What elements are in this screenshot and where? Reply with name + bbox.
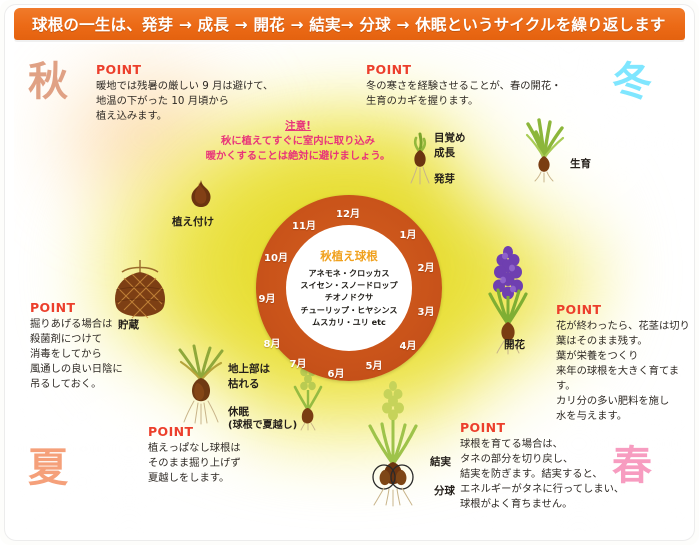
caution-text: 秋に植えてすぐに室内に取り込み 暖かくすることは絶対に避けましょう。	[205, 135, 391, 162]
storage-net-icon	[104, 258, 176, 332]
stage-label-wither: 地上部は 枯れる	[228, 363, 270, 390]
point-label: POINT	[556, 302, 602, 317]
month-7: 7月	[289, 359, 307, 370]
stage-label-grow: 生育	[570, 158, 591, 170]
caution-box: 注意! 秋に植えてすぐに室内に取り込み 暖かくすることは絶対に避けましょう。	[196, 118, 400, 164]
month-6: 6月	[327, 369, 345, 380]
bulb-icon	[186, 178, 216, 212]
seed-head-icon	[356, 380, 430, 507]
glow-winter	[444, 44, 685, 244]
point-text: 暖地では残暑の厳しい 9 月は避けて、 地温の下がった 10 月頃から 植え込み…	[96, 80, 274, 122]
glow-spring	[454, 344, 685, 533]
stage-label-storage: 貯蔵	[118, 319, 139, 331]
point-prevent-seeding: POINT 球根を育てる場合は、 タネの部分を切り戻し、 結実を防ぎます。結実す…	[460, 420, 636, 512]
point-label: POINT	[96, 62, 142, 77]
month-8: 8月	[263, 339, 281, 350]
point-after-bloom-care: POINT 花が終わったら、花茎は切り 葉はそのまま残す。 葉が栄養をつくり 来…	[556, 302, 696, 423]
season-label-spring: 春	[612, 443, 652, 489]
stage-label-fruit: 結実	[430, 456, 451, 468]
point-label: POINT	[148, 424, 194, 439]
point-text: 花が終わったら、花茎は切り 葉はそのまま残す。 葉が栄養をつくり 来年の球根を大…	[556, 320, 690, 422]
wheel-bulb-list: アネモネ・クロッカス スイセン・スノードロップ チオノドクサ チューリップ・ヒヤ…	[300, 268, 398, 327]
point-cold-exposure: POINT 冬の寒さを経験させることが、春の開花・ 生育のカギを握ります。	[366, 62, 566, 109]
sprout-icon	[400, 130, 440, 190]
point-text: 冬の寒さを経験させることが、春の開花・ 生育のカギを握ります。	[366, 80, 562, 107]
month-12: 12月	[336, 209, 360, 220]
caution-title: 注意!	[285, 120, 311, 132]
stage-label-dormant: 休眠	[228, 406, 249, 418]
season-label-winter: 冬	[612, 59, 652, 105]
stage-label-divide: 分球	[434, 485, 455, 497]
withered-plant-icon	[166, 328, 236, 425]
page-title: 球根の一生は、発芽 → 成長 → 開花 → 結実→ 分球 → 休眠というサイクル…	[32, 16, 666, 34]
point-label: POINT	[30, 300, 76, 315]
point-leave-in-ground: POINT 植えっぱなし球根は そのまま掘り上げず 夏越しをします。	[148, 424, 298, 486]
point-storage: POINT 掘りあげる場合は 殺菌剤につけて 消毒をしてから 風通しの良い日陰に…	[30, 300, 180, 392]
point-text: 植えっぱなし球根は そのまま掘り上げず 夏越しをします。	[148, 442, 241, 484]
month-9: 9月	[258, 294, 276, 305]
wheel-center: 秋植え球根 アネモネ・クロッカス スイセン・スノードロップ チオノドクサ チュー…	[286, 225, 412, 351]
point-text: 掘りあげる場合は 殺菌剤につけて 消毒をしてから 風通しの良い日陰に 吊るしてお…	[30, 318, 123, 390]
month-2: 2月	[417, 263, 435, 274]
stage-label-dormant-sub: (球根で夏越し)	[228, 420, 298, 431]
month-3: 3月	[417, 307, 435, 318]
season-label-summer: 夏	[28, 445, 68, 491]
header-banner: 球根の一生は、発芽 → 成長 → 開花 → 結実→ 分球 → 休眠というサイクル…	[14, 8, 685, 40]
point-label: POINT	[460, 420, 506, 435]
leaves-icon	[516, 110, 572, 183]
stage-label-wake: 目覚め 成長	[434, 132, 466, 159]
season-label-autumn: 秋	[28, 59, 68, 105]
month-4: 4月	[399, 341, 417, 352]
lifecycle-wheel: 秋植え球根 アネモネ・クロッカス スイセン・スノードロップ チオノドクサ チュー…	[256, 195, 442, 381]
stage-label-planting: 植え付け	[172, 216, 214, 228]
stage-label-bloom: 開花	[504, 339, 525, 351]
wheel-title: 秋植え球根	[320, 249, 378, 264]
month-1: 1月	[399, 230, 417, 241]
hyacinth-flower-icon	[478, 244, 538, 355]
point-text: 球根を育てる場合は、 タネの部分を切り戻し、 結実を防ぎます。結実すると、 エネ…	[460, 438, 625, 510]
point-label: POINT	[366, 62, 412, 77]
month-5: 5月	[365, 361, 383, 372]
month-11: 11月	[292, 221, 316, 232]
month-10: 10月	[264, 253, 288, 264]
stage-label-sprout: 発芽	[434, 173, 455, 185]
point-planting: POINT 暖地では残暑の厳しい 9 月は避けて、 地温の下がった 10 月頃か…	[96, 62, 286, 124]
